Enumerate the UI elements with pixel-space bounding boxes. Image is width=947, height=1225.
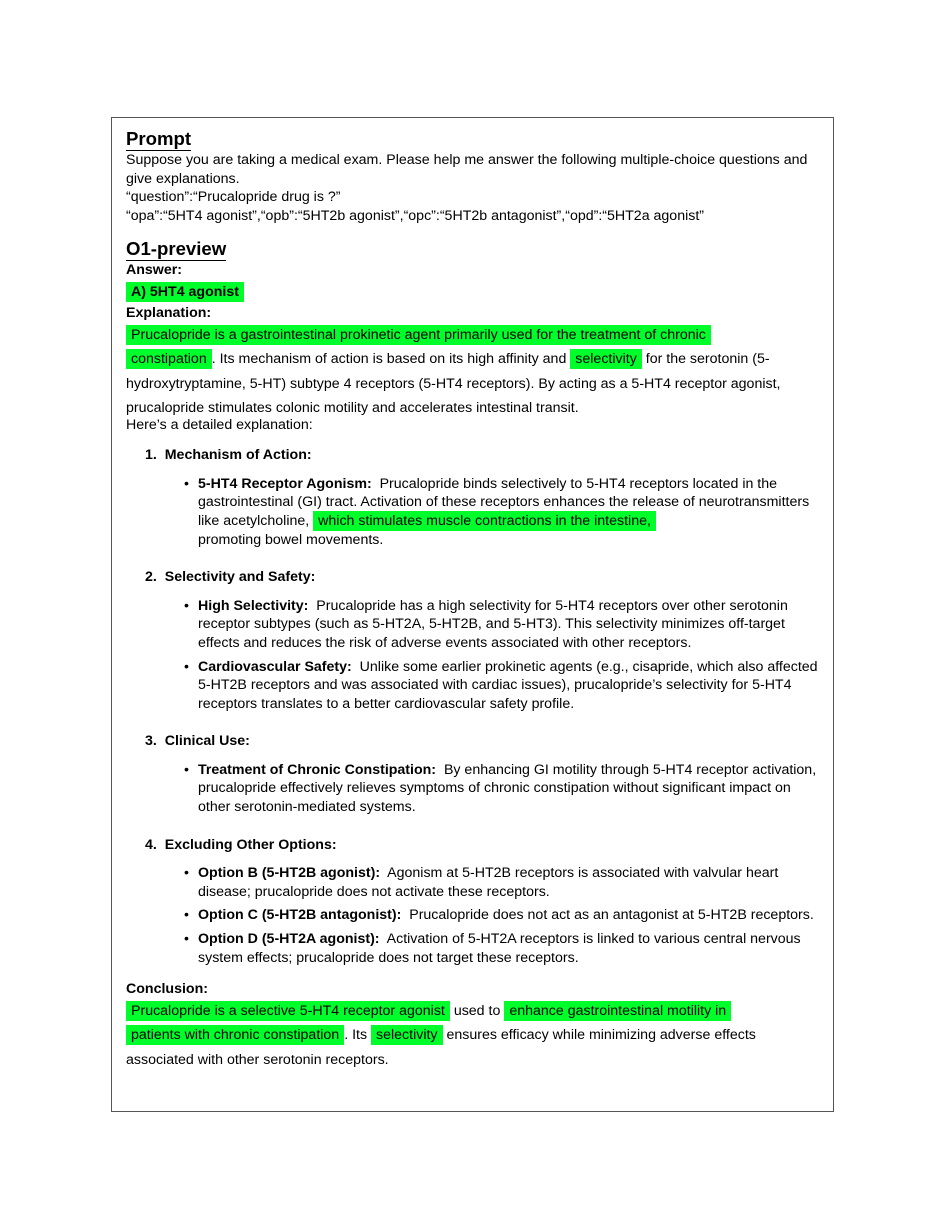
section-2-heading: 2. Selectivity and Safety: <box>145 569 316 586</box>
explanation-highlight-3: selectivity <box>570 349 642 370</box>
response-title: O1-preview <box>126 238 227 262</box>
section-1-bullets: •5-HT4 Receptor Agonism: Prucalopride bi… <box>126 475 822 549</box>
answer-label: Answer: <box>126 262 182 279</box>
list-item: •Option B (5-HT2B agonist): Agonism at 5… <box>184 865 779 900</box>
answer-line: A) 5HT4 agonist <box>126 281 822 303</box>
document-frame: Prompt Suppose you are taking a medical … <box>111 117 834 1112</box>
answer-highlight: A) 5HT4 agonist <box>126 281 244 302</box>
section-1: 1. Mechanism of Action: •5-HT4 Receptor … <box>126 446 822 549</box>
explanation-text-2: for the serotonin (5-hydroxytryptamine, … <box>126 351 781 417</box>
prompt-text: Suppose you are taking a medical exam. P… <box>126 152 808 187</box>
conclusion-text-3: ensures efficacy while minimizing advers… <box>126 1027 756 1068</box>
list-item: •Option D (5-HT2A agonist): Activation o… <box>184 931 801 966</box>
list-item: •Option C (5-HT2B antagonist): Prucalopr… <box>184 907 814 924</box>
section-2-bullets: •High Selectivity: Prucalopride has a hi… <box>126 597 822 714</box>
conclusion-highlight-1: Prucalopride is a selective 5-HT4 recept… <box>126 1000 450 1021</box>
section-2: 2. Selectivity and Safety: •High Selecti… <box>126 568 822 713</box>
list-item: •High Selectivity: Prucalopride has a hi… <box>184 597 788 651</box>
section-3-heading: 3. Clinical Use: <box>145 733 250 750</box>
list-item: •Cardiovascular Safety: Unlike some earl… <box>184 658 818 712</box>
explanation-highlight-2: constipation <box>126 349 212 370</box>
section-3-bullets: •Treatment of Chronic Constipation: By e… <box>126 761 822 817</box>
conclusion-label: Conclusion: <box>126 981 208 998</box>
conclusion-paragraph: Prucalopride is a selective 5-HT4 recept… <box>126 999 822 1073</box>
conclusion-highlight-3: patients with chronic constipation <box>126 1025 345 1046</box>
section-1-heading: 1. Mechanism of Action: <box>145 447 312 464</box>
section-4: 4. Excluding Other Options: •Option B (5… <box>126 836 822 968</box>
explanation-highlight-1: Prucalopride is a gastrointestinal proki… <box>126 324 711 345</box>
conclusion-text-1: used to <box>453 1002 501 1019</box>
mechanism-highlight: which stimulates muscle contractions in … <box>313 510 656 531</box>
prompt-options: “opa”:“5HT4 agonist”,“opb”:“5HT2b agonis… <box>126 207 705 224</box>
explanation-intro: Here’s a detailed explanation: <box>126 416 313 433</box>
conclusion-highlight-4: selectivity <box>371 1025 443 1046</box>
document-content: Prompt Suppose you are taking a medical … <box>126 128 822 1072</box>
section-4-bullets: •Option B (5-HT2B agonist): Agonism at 5… <box>126 864 822 967</box>
prompt-title: Prompt <box>126 128 192 151</box>
conclusion-text-2: . Its <box>344 1027 368 1044</box>
list-item: •5-HT4 Receptor Agonism: Prucalopride bi… <box>184 475 810 548</box>
explanation-paragraph: Prucalopride is a gastrointestinal proki… <box>126 323 822 421</box>
prompt-question: “question”:“Prucalopride drug is ?” <box>126 189 341 206</box>
section-3: 3. Clinical Use: •Treatment of Chronic C… <box>126 732 822 816</box>
list-item: •Treatment of Chronic Constipation: By e… <box>184 761 817 816</box>
explanation-text-1: . Its mechanism of action is based on it… <box>211 351 567 368</box>
explanation-label: Explanation: <box>126 304 212 321</box>
section-4-heading: 4. Excluding Other Options: <box>145 836 337 853</box>
conclusion-highlight-2: enhance gastrointestinal motility in <box>504 1000 732 1021</box>
